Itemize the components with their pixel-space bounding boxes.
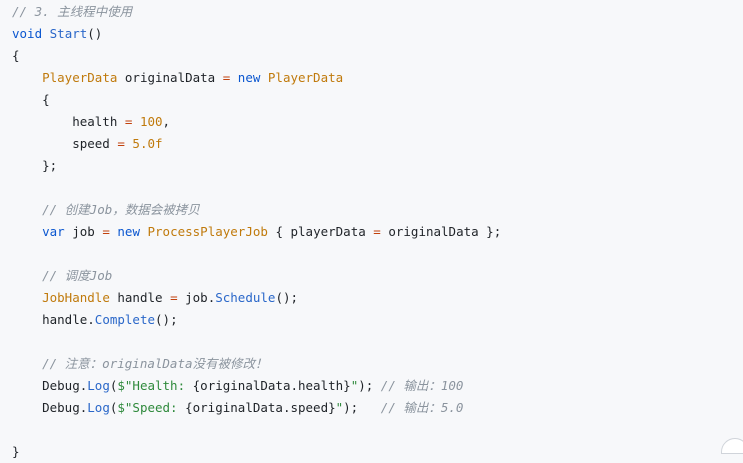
code-token <box>132 114 140 129</box>
method-token: Log <box>87 400 110 415</box>
code-token: { playerData <box>267 224 374 239</box>
operator-token: = <box>102 224 110 239</box>
method-token: Start <box>49 26 88 41</box>
code-token: }; <box>12 158 58 173</box>
type-token: ProcessPlayerJob <box>147 224 268 239</box>
code-token: , <box>162 114 171 129</box>
code-line: } <box>12 441 743 463</box>
code-line: // 3. 主线程中使用 <box>12 1 743 23</box>
type-token: PlayerData <box>267 70 344 85</box>
code-line: PlayerData originalData = new PlayerData <box>12 67 743 89</box>
code-token: speed <box>12 136 118 151</box>
code-token: job <box>64 224 103 239</box>
code-line: // 调度Job <box>12 265 743 287</box>
type-token: JobHandle <box>42 290 110 305</box>
method-token: Log <box>87 378 110 393</box>
code-line: { <box>12 45 743 67</box>
code-line: handle.Complete(); <box>12 309 743 331</box>
code-token: job. <box>177 290 216 305</box>
code-line <box>12 331 743 353</box>
code-token <box>260 70 268 85</box>
code-token <box>42 26 50 41</box>
code-token: { <box>12 92 50 107</box>
code-token <box>12 290 42 305</box>
operator-token: = <box>373 224 381 239</box>
code-line: { <box>12 89 743 111</box>
number-token: 100 <box>139 114 163 129</box>
code-token: handle <box>109 290 171 305</box>
code-token <box>12 356 42 371</box>
string-token: $"Speed: <box>117 400 186 415</box>
code-token <box>12 70 42 85</box>
code-token: originalData <box>117 70 223 85</box>
code-line: health = 100, <box>12 111 743 133</box>
string-token: $"Health: <box>117 378 193 393</box>
comment-token: // 输出：100 <box>380 378 464 393</box>
operator-token: = <box>124 114 133 129</box>
string-token: " <box>350 378 359 393</box>
code-token: Debug. <box>12 400 88 415</box>
code-line: }; <box>12 155 743 177</box>
code-token: ( <box>109 400 118 415</box>
code-token: originalData }; <box>380 224 502 239</box>
code-line: speed = 5.0f <box>12 133 743 155</box>
code-token: ); <box>358 378 381 393</box>
type-token: PlayerData <box>42 70 118 85</box>
string-token: " <box>335 400 344 415</box>
keyword-token: new <box>117 224 140 239</box>
code-line: var job = new ProcessPlayerJob { playerD… <box>12 221 743 243</box>
code-token: ); <box>343 400 381 415</box>
method-token: Complete <box>94 312 156 327</box>
code-line: JobHandle handle = job.Schedule(); <box>12 287 743 309</box>
code-token: ( <box>109 378 118 393</box>
comment-token: // 输出：5.0 <box>380 400 464 415</box>
code-token: health <box>12 114 125 129</box>
comment-token: // 调度Job <box>42 268 113 283</box>
code-line <box>12 243 743 265</box>
comment-token: // 3. 主线程中使用 <box>12 4 133 19</box>
keyword-token: var <box>42 224 65 239</box>
code-token <box>140 224 148 239</box>
code-token: () <box>87 26 103 41</box>
code-token <box>230 70 238 85</box>
operator-token: = <box>170 290 178 305</box>
code-token: (); <box>155 312 178 327</box>
code-line: // 创建Job，数据会被拷贝 <box>12 199 743 221</box>
code-line: // 注意：originalData没有被修改！ <box>12 353 743 375</box>
code-token: {originalData.speed} <box>185 400 336 415</box>
code-token: (); <box>275 290 299 305</box>
code-token: handle. <box>12 312 95 327</box>
code-token: { <box>12 48 20 63</box>
code-line <box>12 419 743 441</box>
code-line <box>12 177 743 199</box>
code-token: {originalData.health} <box>192 378 351 393</box>
code-token: Debug. <box>12 378 88 393</box>
code-token <box>12 268 42 283</box>
keyword-token: new <box>237 70 261 85</box>
comment-token: // 创建Job，数据会被拷贝 <box>42 202 200 217</box>
comment-token: // 注意：originalData没有被修改！ <box>42 356 268 371</box>
operator-token: = <box>117 136 125 151</box>
code-token: } <box>12 444 20 459</box>
operator-token: = <box>222 70 231 85</box>
code-lines: // 3. 主线程中使用 void Start() { PlayerData ori… <box>12 1 743 463</box>
number-token: 5.0f <box>132 136 163 151</box>
code-line: Debug.Log($"Health: {originalData.health… <box>12 375 743 397</box>
keyword-token: void <box>12 26 43 41</box>
code-block: // 3. 主线程中使用 void Start() { PlayerData ori… <box>12 4 743 459</box>
code-line: Debug.Log($"Speed: {originalData.speed}"… <box>12 397 743 419</box>
code-token <box>12 202 42 217</box>
code-line: void Start() <box>12 23 743 45</box>
method-token: Schedule <box>215 290 276 305</box>
code-token <box>12 224 42 239</box>
